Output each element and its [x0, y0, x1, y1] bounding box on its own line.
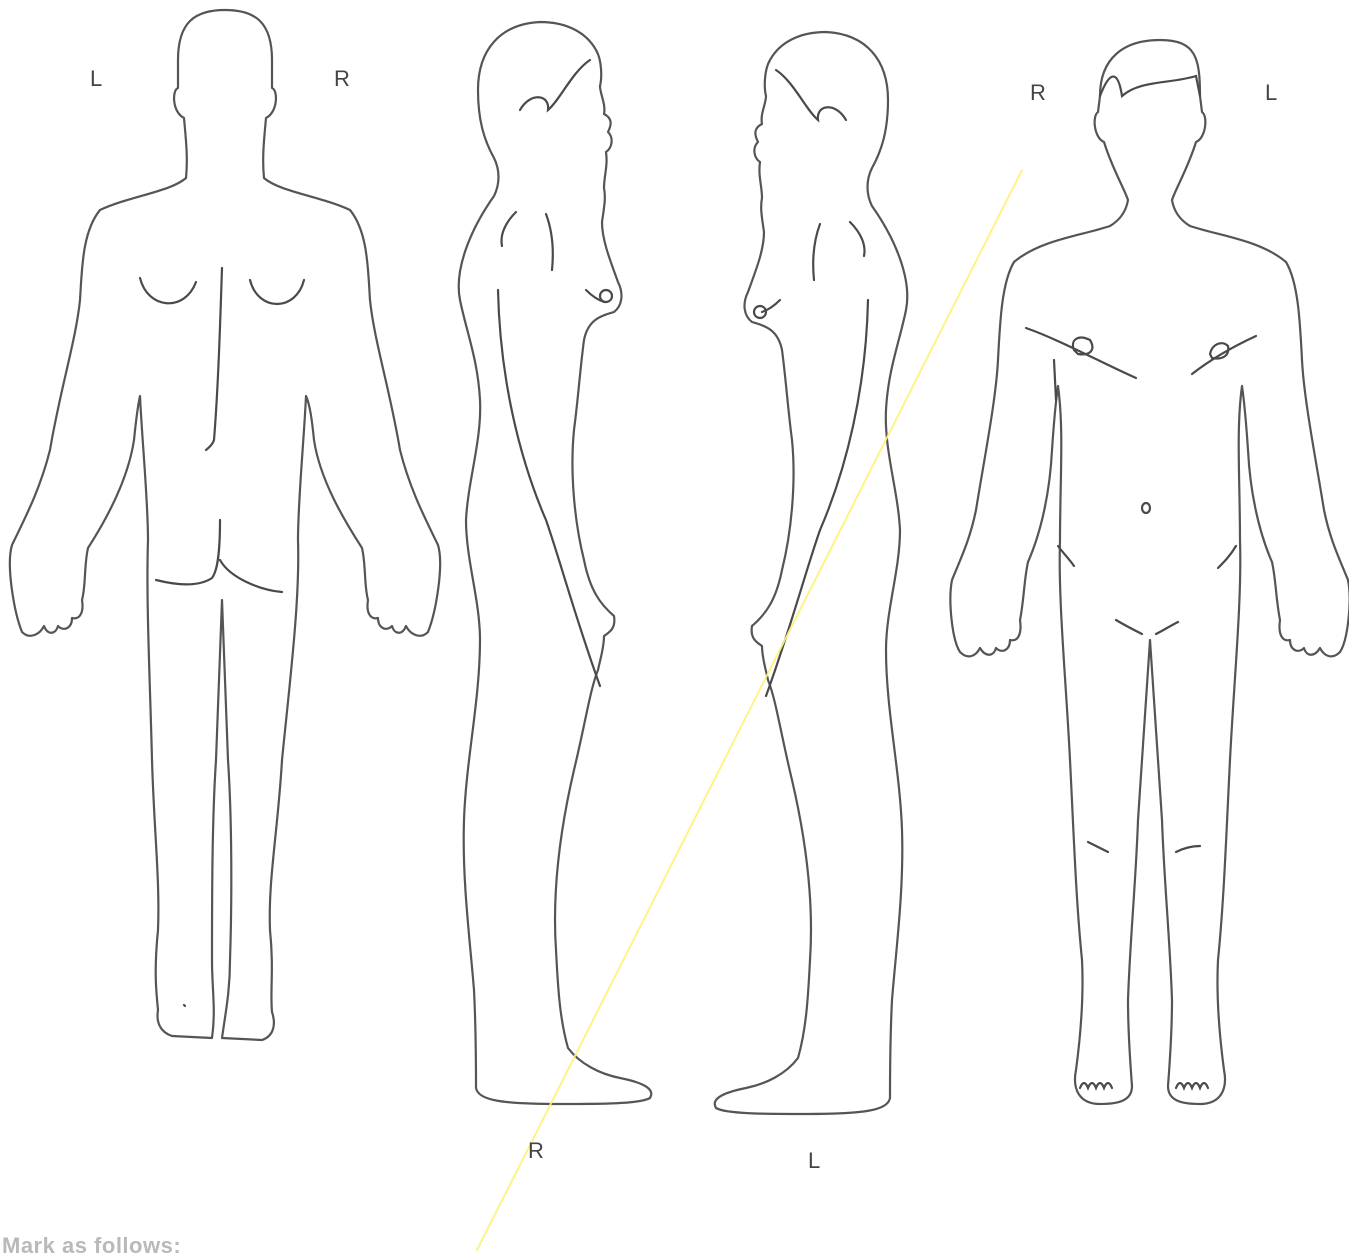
front-left-knee — [1176, 846, 1200, 852]
right-side-view-label: R — [528, 1138, 544, 1164]
right-side-ear — [520, 60, 590, 110]
left-side-view-figure — [715, 32, 908, 1114]
right-side-view-outline — [459, 22, 652, 1104]
front-left-toes — [1176, 1083, 1208, 1088]
back-right-scapula — [250, 280, 304, 304]
front-navel — [1142, 503, 1150, 513]
front-left-pectoral — [1192, 336, 1256, 374]
back-buttocks-crease — [156, 520, 282, 592]
left-side-nipple — [754, 300, 780, 318]
back-view-right-label: R — [334, 66, 350, 92]
mark-instructions-text: Mark as follows: — [2, 1233, 181, 1259]
back-heel-dot — [184, 1005, 185, 1006]
left-side-shoulder-line — [850, 222, 864, 256]
left-side-view-label: L — [808, 1148, 820, 1174]
front-hairline — [1100, 76, 1200, 96]
front-groin-lines — [1116, 620, 1178, 634]
right-side-chest-line — [546, 214, 553, 270]
left-side-arm-line — [766, 300, 868, 696]
front-right-armpit-line — [1054, 360, 1056, 400]
front-view-right-label: R — [1030, 80, 1046, 106]
back-spine-line — [206, 268, 222, 450]
front-left-hip-line — [1218, 546, 1236, 568]
front-view-left-label: L — [1265, 80, 1277, 106]
back-view-left-label: L — [90, 66, 102, 92]
front-right-pectoral — [1026, 328, 1136, 378]
right-side-nipple — [586, 290, 612, 302]
front-right-toes — [1080, 1083, 1112, 1088]
right-side-shoulder-line — [502, 212, 516, 246]
front-view-figure — [950, 40, 1349, 1104]
front-right-knee — [1088, 842, 1108, 852]
back-left-scapula — [140, 278, 196, 303]
left-side-chest-line — [813, 224, 820, 280]
right-side-view-figure — [459, 22, 652, 1104]
right-side-arm-line — [498, 290, 600, 686]
left-side-ear — [776, 70, 846, 120]
back-view-figure — [10, 10, 440, 1040]
back-view-outline — [10, 10, 440, 1040]
left-side-view-outline — [715, 32, 908, 1114]
front-view-outline — [950, 40, 1349, 1104]
